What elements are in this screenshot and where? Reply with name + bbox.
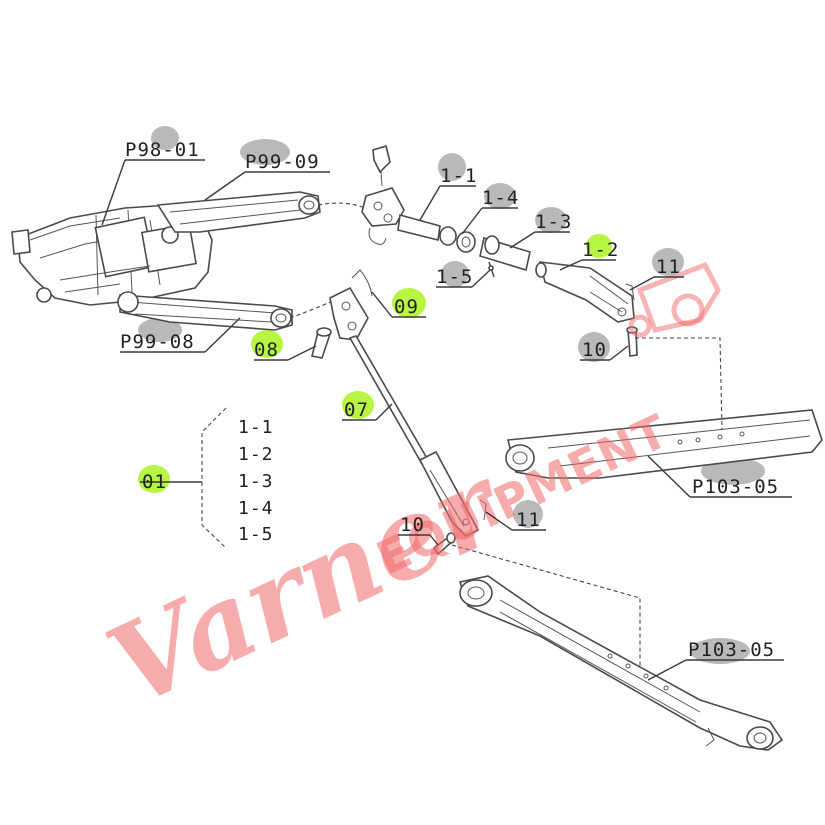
kit-bracket: [201, 407, 227, 549]
dash-upper-link: [317, 202, 366, 209]
dash-guide-bottom: [451, 544, 641, 668]
highlight-p98-01: [151, 126, 179, 150]
label-1-4: 1-4: [482, 187, 519, 209]
label-highlights: [138, 126, 765, 664]
kit-item: 1-3: [238, 471, 274, 492]
highlight-p99-08: [138, 318, 182, 342]
upper-lift-arm: [156, 191, 321, 233]
leader-lines: [101, 159, 792, 681]
highlight-09: [392, 288, 426, 318]
highlight-10-top: [578, 332, 610, 362]
label-01: 01: [142, 471, 167, 493]
lower-link-top: [505, 409, 823, 479]
highlight-1-5: [441, 261, 469, 287]
kit-item: 1-5: [238, 524, 274, 545]
highlight-11-top: [652, 248, 684, 276]
kit-item: 1-1: [238, 417, 274, 438]
label-07: 07: [344, 399, 369, 421]
label-11-bottom: 11: [516, 509, 541, 531]
label-p99-09: P99-09: [245, 151, 320, 173]
label-1-3: 1-3: [535, 211, 572, 233]
highlight-1-4: [484, 183, 516, 209]
label-1-1: 1-1: [440, 165, 477, 187]
label-09: 09: [394, 296, 419, 318]
highlight-p103-05-bottom: [690, 638, 750, 664]
highlight-08: [251, 330, 283, 358]
lower-link-bottom: [458, 575, 784, 751]
label-p103-05-bottom: P103-05: [688, 639, 775, 661]
lower-lift-arm: [117, 291, 293, 331]
kit-item: 1-4: [238, 498, 274, 519]
label-11-top: 11: [656, 256, 681, 278]
highlight-01: [138, 465, 170, 493]
label-1-2: 1-2: [582, 239, 619, 261]
label-p103-05-top: P103-05: [692, 476, 779, 498]
highlight-1-1: [438, 153, 466, 181]
label-08: 08: [254, 339, 279, 361]
dash-lower-link: [289, 299, 336, 319]
watermark-tractor-icon: [636, 261, 721, 333]
label-p99-08: P99-08: [120, 331, 195, 353]
label-10-top: 10: [582, 339, 607, 361]
highlight-p99-09: [240, 139, 290, 165]
lift-rod: [311, 269, 487, 556]
part-labels: P98-01 P99-09 P99-08 1-1 1-4 1-3 1-2 1-5…: [120, 139, 779, 661]
kit-contents-list: 1-1 1-2 1-3 1-4 1-5: [238, 417, 274, 545]
label-10-bottom: 10: [400, 514, 425, 536]
top-link-assembly: [361, 144, 638, 357]
label-p98-01: P98-01: [125, 139, 200, 161]
highlight-1-3: [535, 207, 567, 233]
label-1-5: 1-5: [436, 266, 473, 288]
highlight-11-bottom: [513, 500, 543, 528]
kit-item: 1-2: [238, 444, 274, 465]
hitch-housing: [11, 204, 213, 306]
highlight-07: [342, 391, 374, 419]
dash-guide-top: [635, 337, 723, 431]
highlight-1-2: [586, 234, 612, 258]
